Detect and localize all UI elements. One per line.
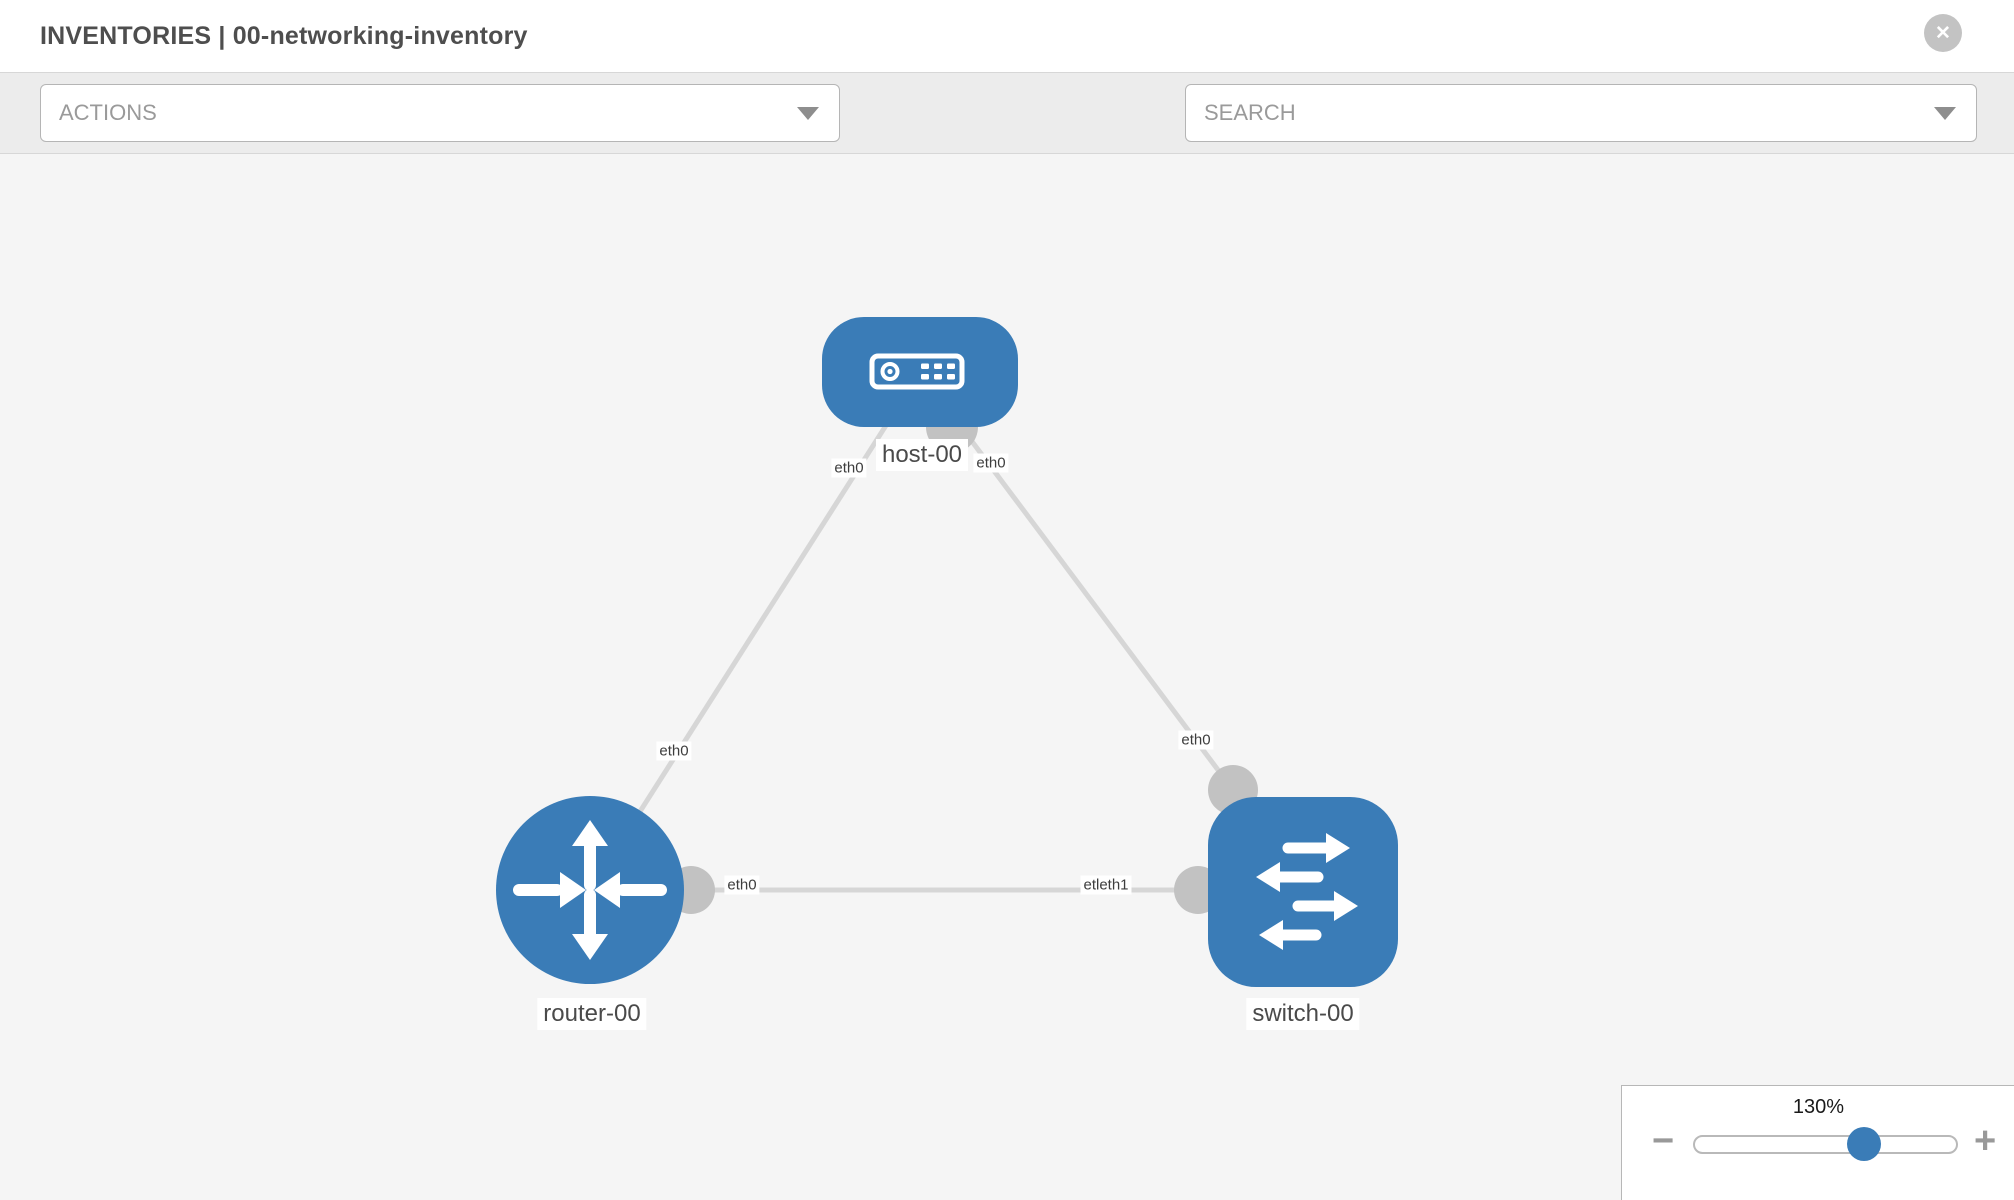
node-label-switch: switch-00	[1246, 998, 1360, 1030]
interface-label: etleth1	[1080, 875, 1132, 895]
close-icon: ✕	[1935, 22, 1951, 44]
switch-icon	[1256, 833, 1358, 950]
close-button[interactable]: ✕	[1924, 14, 1962, 52]
interface-label: eth0	[656, 741, 692, 761]
node-host-00[interactable]	[822, 317, 1018, 427]
actions-dropdown-label: ACTIONS	[59, 100, 157, 125]
zoom-in-button[interactable]: +	[1974, 1120, 1997, 1162]
node-switch-00[interactable]	[1208, 797, 1398, 987]
topology-canvas[interactable]: eth0 eth0 eth0 eth0 eth0 etleth1 host-00…	[0, 155, 2014, 1200]
search-dropdown-label: SEARCH	[1204, 100, 1296, 125]
zoom-slider-thumb[interactable]	[1847, 1127, 1881, 1161]
router-icon	[513, 820, 667, 960]
zoom-panel: 130% − +	[1621, 1085, 2014, 1200]
interface-label: eth0	[1178, 730, 1214, 750]
chevron-down-icon	[797, 107, 819, 120]
topology-graph	[496, 317, 1398, 987]
actions-dropdown[interactable]: ACTIONS	[40, 84, 840, 142]
node-label-host: host-00	[875, 439, 969, 471]
node-router-00[interactable]	[496, 796, 684, 984]
toolbar: ACTIONS SEARCH	[0, 73, 2014, 203]
node-label-router: router-00	[537, 998, 647, 1030]
zoom-slider[interactable]	[1693, 1135, 1958, 1154]
page-title: INVENTORIES | 00-networking-inventory	[40, 22, 528, 50]
interface-label: eth0	[724, 875, 760, 895]
zoom-out-button[interactable]: −	[1652, 1120, 1675, 1162]
chevron-down-icon	[1934, 107, 1956, 120]
zoom-level-label: 130%	[1792, 1096, 1845, 1118]
search-dropdown[interactable]: SEARCH	[1185, 84, 1977, 142]
interface-label: eth0	[831, 458, 867, 478]
host-icon	[869, 353, 965, 390]
page-header: INVENTORIES | 00-networking-inventory ✕	[0, 0, 2014, 73]
interface-label: eth0	[973, 453, 1009, 473]
link-host-router[interactable]	[587, 370, 923, 892]
